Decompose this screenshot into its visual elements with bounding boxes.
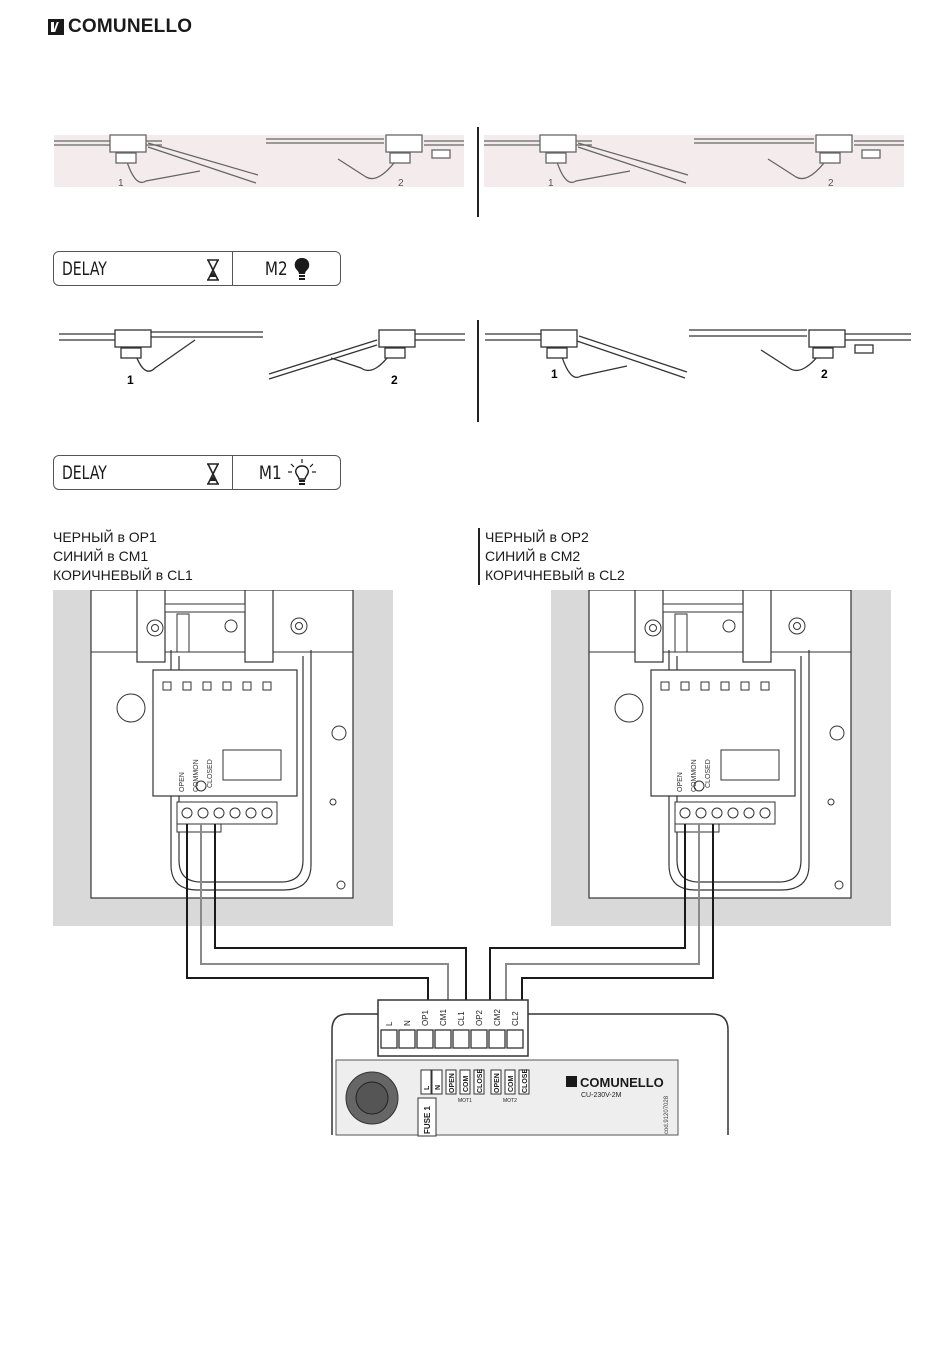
wire-line-brown: КОРИЧНЕВЫЙ в CL1 — [53, 566, 193, 585]
group-label-mot2: MOT2 — [503, 1098, 517, 1104]
label-open-right: OPEN — [677, 772, 684, 792]
wiring-diagram: OPEN COMMON CLOSED OPEN COMMON CLOSED L … — [0, 590, 950, 1138]
gate-diagram-top: 1 2 1 2 — [50, 125, 910, 220]
pcb-label-com-1: COM — [463, 1076, 470, 1093]
label-closed-right: CLOSED — [705, 759, 712, 788]
wiring-divider — [478, 528, 480, 585]
pcb-label-close-2: CLOSE — [522, 1069, 529, 1093]
delay-box-m1: DELAY M1 — [53, 455, 341, 490]
label-open-left: OPEN — [179, 772, 186, 792]
comunello-logo-icon — [48, 19, 64, 35]
terminal-CL1: CL1 — [457, 1011, 466, 1026]
delay-label: DELAY — [62, 258, 107, 280]
delay-box-m2: DELAY M2 — [53, 251, 341, 286]
gate-label-top-left-1: 1 — [118, 178, 124, 189]
wire-line-brown: КОРИЧНЕВЫЙ в CL2 — [485, 566, 625, 585]
wire-line-blue: СИНИЙ в CM1 — [53, 547, 193, 566]
pcb-label-L: L — [424, 1085, 431, 1090]
gate-label-top-left-2: 2 — [398, 178, 404, 189]
gate-diagram-middle: 1 2 1 2 — [55, 318, 915, 423]
pcb-code: cod.91207028 — [664, 1095, 670, 1134]
group-label-mot1: MOT1 — [458, 1098, 472, 1104]
brand-logo: COMUNELLO — [48, 16, 192, 38]
pcb-label-close-1: CLOSE — [477, 1069, 484, 1093]
motor-panel-left — [53, 590, 393, 926]
bulb-shining-icon — [287, 458, 317, 488]
wire-line-blue: СИНИЙ в CM2 — [485, 547, 625, 566]
label-common-left: COMMON — [193, 759, 200, 792]
terminal-N: N — [403, 1020, 412, 1026]
pcb-model: CU-230V-2M — [581, 1092, 622, 1099]
wire-line-black: ЧЕРНЫЙ в OP1 — [53, 528, 193, 547]
wiring-instructions-right: ЧЕРНЫЙ в OP2 СИНИЙ в CM2 КОРИЧНЕВЫЙ в CL… — [485, 528, 625, 585]
label-closed-left: CLOSED — [207, 759, 214, 788]
hourglass-icon — [206, 463, 220, 485]
pcb-label-open-1: OPEN — [449, 1073, 456, 1093]
wire-line-black: ЧЕРНЫЙ в OP2 — [485, 528, 625, 547]
terminal-CL2: CL2 — [511, 1011, 520, 1026]
gate-label-mid-right-2: 2 — [821, 367, 828, 381]
brand-name: COMUNELLO — [68, 16, 192, 38]
terminal-CM1: CM1 — [439, 1009, 448, 1026]
bulb-filled-icon — [293, 256, 311, 282]
fuse-label: FUSE 1 — [423, 1105, 432, 1134]
pcb-label-open-2: OPEN — [494, 1073, 501, 1093]
terminal-L: L — [385, 1021, 394, 1026]
gate-label-top-right-2: 2 — [828, 178, 834, 189]
motor-label: M1 — [259, 462, 282, 484]
label-common-right: COMMON — [691, 759, 698, 792]
motor-panel-right — [551, 590, 891, 926]
gate-label-mid-left-2: 2 — [391, 373, 398, 387]
gate-label-mid-left-1: 1 — [127, 373, 134, 387]
motor-label: M2 — [265, 258, 288, 280]
gate-label-mid-right-1: 1 — [551, 367, 558, 381]
pcb-brand: COMUNELLO — [580, 1075, 664, 1090]
pcb-label-N: N — [435, 1085, 442, 1090]
pcb-label-com-2: COM — [508, 1076, 515, 1093]
gate-label-top-right-1: 1 — [548, 178, 554, 189]
terminal-CM2: CM2 — [493, 1009, 502, 1026]
terminal-OP1: OP1 — [421, 1009, 430, 1026]
hourglass-icon — [206, 259, 220, 281]
wiring-instructions-left: ЧЕРНЫЙ в OP1 СИНИЙ в CM1 КОРИЧНЕВЫЙ в CL… — [53, 528, 193, 585]
terminal-OP2: OP2 — [475, 1009, 484, 1026]
delay-label: DELAY — [62, 462, 107, 484]
